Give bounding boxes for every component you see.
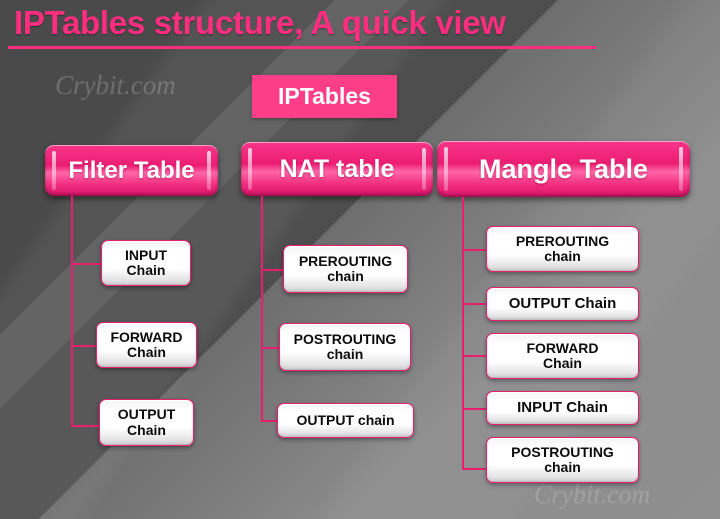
chain-label-line2: chain xyxy=(327,268,364,284)
chain-box-mangle-postrouting[interactable]: POSTROUTING chain xyxy=(486,437,639,483)
chain-label-line2: Chain xyxy=(543,355,582,371)
chain-label-line2: Chain xyxy=(127,344,166,360)
chain-box-mangle-output[interactable]: OUTPUT Chain xyxy=(486,287,639,321)
chain-label-line1: PREROUTING xyxy=(298,252,393,269)
connector-trunk-filter xyxy=(71,196,73,427)
chain-label-line2: Chain xyxy=(126,262,166,278)
chain-label-line1: FORWARD xyxy=(110,328,183,345)
chain-box-mangle-input[interactable]: INPUT Chain xyxy=(486,391,639,425)
connector-branch-mangle-4 xyxy=(462,468,486,470)
chain-label-line1: OUTPUT Chain xyxy=(508,294,617,312)
chain-label-line1: OUTPUT xyxy=(117,406,176,423)
chain-box-filter-input[interactable]: INPUT Chain xyxy=(101,240,191,286)
watermark-top: Crybit.com xyxy=(55,70,176,100)
table-header-filter-label: Filter Table xyxy=(68,156,195,184)
connector-branch-filter-0 xyxy=(71,263,102,265)
iptables-root-box: IPTables xyxy=(252,75,397,118)
connector-branch-nat-2 xyxy=(261,420,278,422)
table-header-nat[interactable]: NAT table xyxy=(241,142,433,196)
chain-label-line2: Chain xyxy=(127,421,166,438)
chain-label-line1: POSTROUTING xyxy=(293,330,397,347)
connector-branch-mangle-0 xyxy=(462,249,486,251)
chain-box-mangle-forward[interactable]: FORWARD Chain xyxy=(486,333,639,379)
chain-label-line1: FORWARD xyxy=(526,339,599,356)
chain-label-line2: chain xyxy=(326,346,364,362)
connector-branch-filter-2 xyxy=(71,425,102,427)
connector-branch-mangle-1 xyxy=(462,303,486,305)
chain-label-line2: chain xyxy=(544,459,581,475)
connector-branch-nat-0 xyxy=(261,269,284,271)
chain-label-line1: INPUT xyxy=(125,246,167,263)
table-header-mangle[interactable]: Mangle Table xyxy=(437,141,690,197)
chain-label-line2: chain xyxy=(544,248,581,264)
connector-trunk-nat xyxy=(261,196,263,421)
chain-box-nat-prerouting[interactable]: PREROUTING chain xyxy=(283,245,408,293)
title-underline-rule xyxy=(8,46,596,49)
chain-box-nat-output[interactable]: OUTPUT chain xyxy=(277,403,414,438)
connector-branch-filter-1 xyxy=(71,345,102,347)
connector-trunk-mangle xyxy=(462,197,464,469)
chain-box-nat-postrouting[interactable]: POSTROUTING chain xyxy=(279,323,411,371)
chain-label-line1: POSTROUTING xyxy=(511,443,614,460)
table-header-mangle-label: Mangle Table xyxy=(478,153,649,184)
chain-label-line1: INPUT Chain xyxy=(517,398,608,416)
chain-box-mangle-prerouting[interactable]: PREROUTING chain xyxy=(486,226,639,272)
page-title: IPTables structure, A quick view xyxy=(14,4,506,41)
chain-label-line1: PREROUTING xyxy=(515,232,610,249)
table-header-filter[interactable]: Filter Table xyxy=(45,145,218,196)
chain-label-line1: OUTPUT chain xyxy=(296,411,395,428)
watermark-bottom: Crybit.com xyxy=(534,480,651,509)
connector-branch-nat-1 xyxy=(261,347,281,349)
connector-branch-mangle-3 xyxy=(462,408,486,410)
chain-box-filter-output[interactable]: OUTPUT Chain xyxy=(99,399,194,446)
connector-branch-mangle-2 xyxy=(462,355,486,357)
table-header-nat-label: NAT table xyxy=(279,154,395,183)
chain-box-filter-forward[interactable]: FORWARD Chain xyxy=(96,322,197,368)
